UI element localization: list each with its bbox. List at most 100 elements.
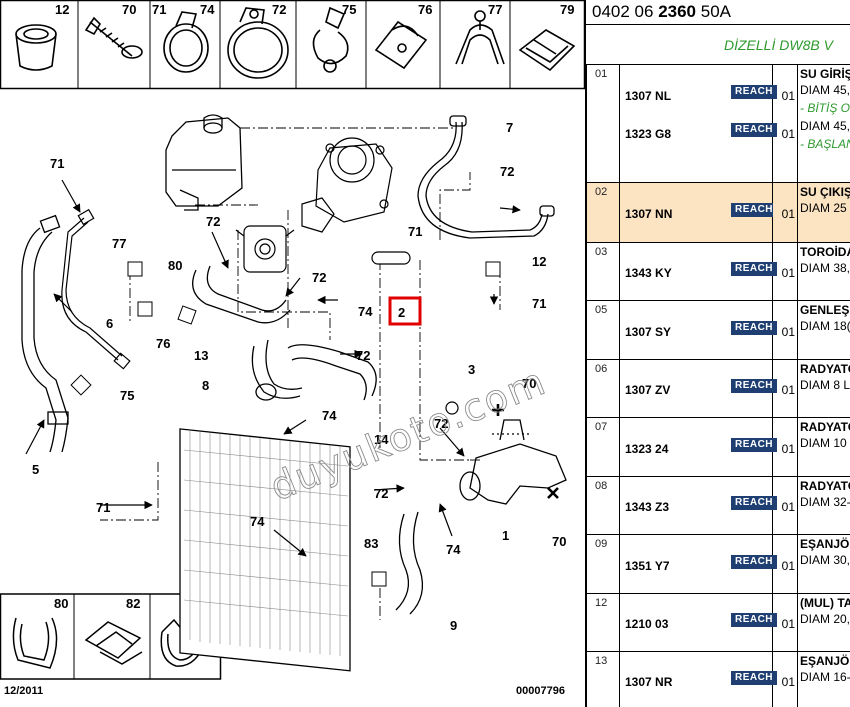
part-number-labels: 7 72 71 72 71 77 80 76 6 13 72 74 2 12 7… — [32, 120, 566, 633]
label-boxes — [70, 261, 501, 587]
part-spec: DIAM 16- — [800, 670, 850, 684]
quantity-cell: 01 — [772, 242, 798, 301]
description-cell: RADYATODIAM 10 — [797, 417, 850, 477]
radiator — [179, 428, 351, 672]
row-index: 02 — [586, 182, 620, 243]
part-reference[interactable]: 1343 KY — [625, 266, 672, 280]
part-reference[interactable]: 1210 03 — [625, 617, 669, 631]
label-7: 7 — [506, 120, 513, 135]
parts-diagram: 12 70 71 74 72 75 76 77 79 — [0, 0, 585, 697]
strip-label-12: 12 — [55, 2, 69, 17]
quantity-value: 01 — [781, 127, 795, 141]
strip-label-77: 77 — [488, 2, 502, 17]
label-71: 71 — [50, 156, 64, 171]
part-spec: DIAM 38, — [800, 261, 850, 275]
marks — [445, 401, 559, 499]
label-5: 5 — [32, 462, 39, 477]
part-spec: DIAM 45,5- — [800, 83, 850, 97]
strip-label-76: 76 — [418, 2, 432, 17]
label-71: 71 — [96, 500, 110, 515]
label-70: 70 — [522, 376, 536, 391]
part-spec: DIAM 32- — [800, 495, 850, 509]
part-title: EŞANJÖR — [800, 537, 850, 551]
leader-arrows — [25, 179, 521, 557]
highlighted-part-2[interactable] — [371, 251, 422, 326]
part-reference[interactable]: 1307 ZV — [625, 383, 671, 397]
label-80: 80 — [168, 258, 182, 273]
reference-cell: 1351 Y7 REACH — [619, 534, 777, 594]
part-reference[interactable]: 1307 NL — [625, 89, 672, 103]
label-14: 14 — [374, 432, 389, 447]
description-cell: RADYATODIAM 8 L — [797, 359, 850, 418]
label-74: 74 — [358, 304, 373, 319]
label-6: 6 — [106, 316, 113, 331]
part-reference[interactable]: 1307 SY — [625, 324, 672, 339]
label-76: 76 — [156, 336, 170, 351]
quantity-value: 01 — [781, 558, 795, 573]
label-2: 2 — [398, 305, 405, 320]
part-title: RADYATO — [800, 362, 850, 376]
label-8: 8 — [202, 378, 209, 393]
part-spec: DIAM 10 — [800, 436, 847, 450]
part-reference[interactable]: 1307 NR — [625, 675, 673, 689]
reach-badge: REACH — [731, 123, 777, 137]
label-75: 75 — [120, 388, 134, 403]
label-72: 72 — [434, 416, 448, 431]
strip-label-80: 80 — [54, 596, 68, 611]
description-cell: TOROİDA DIAM 38, — [797, 242, 850, 301]
quantity-cell: 01 — [772, 651, 798, 707]
quantity-cell: 01 — [772, 593, 798, 652]
part-reference[interactable]: 1323 24 — [625, 441, 669, 456]
part-reference[interactable]: 1307 NN — [625, 207, 673, 221]
quantity-value: 01 — [781, 675, 795, 689]
label-72: 72 — [374, 486, 388, 501]
quantity-value: 01 — [781, 324, 795, 339]
row-index: 09 — [586, 534, 620, 594]
part-title: TOROİDA — [800, 245, 850, 259]
label-83: 83 — [364, 536, 378, 551]
reference-number: 0402 06 2360 50A — [592, 2, 731, 21]
label-12: 12 — [532, 254, 546, 269]
strip-label-82: 82 — [126, 596, 140, 611]
reach-badge: REACH — [731, 554, 777, 569]
part-reference[interactable]: 1323 G8 — [625, 127, 672, 141]
part-reference[interactable]: 1343 Z3 — [625, 500, 670, 514]
strip-label-79: 79 — [560, 2, 574, 17]
part-spec: DIAM 25 — [800, 201, 847, 215]
quantity-value: 01 — [781, 383, 795, 397]
row-index: 05 — [586, 300, 620, 360]
quantity-value: 01 — [781, 266, 795, 280]
thermostat-housing — [459, 419, 567, 505]
quantity-value: 01 — [781, 441, 795, 456]
hose-7 — [417, 115, 555, 239]
strip-label-72: 72 — [272, 2, 286, 17]
water-outlet-housing — [301, 137, 393, 233]
part-reference[interactable]: 1351 Y7 — [625, 558, 670, 573]
hoses-middle — [192, 265, 424, 615]
strip-label-70: 70 — [122, 2, 136, 17]
oil-cooler — [235, 225, 295, 273]
quantity-value: 01 — [781, 500, 795, 514]
label-77: 77 — [112, 236, 126, 251]
part-spec: DIAM 45, — [800, 119, 850, 133]
